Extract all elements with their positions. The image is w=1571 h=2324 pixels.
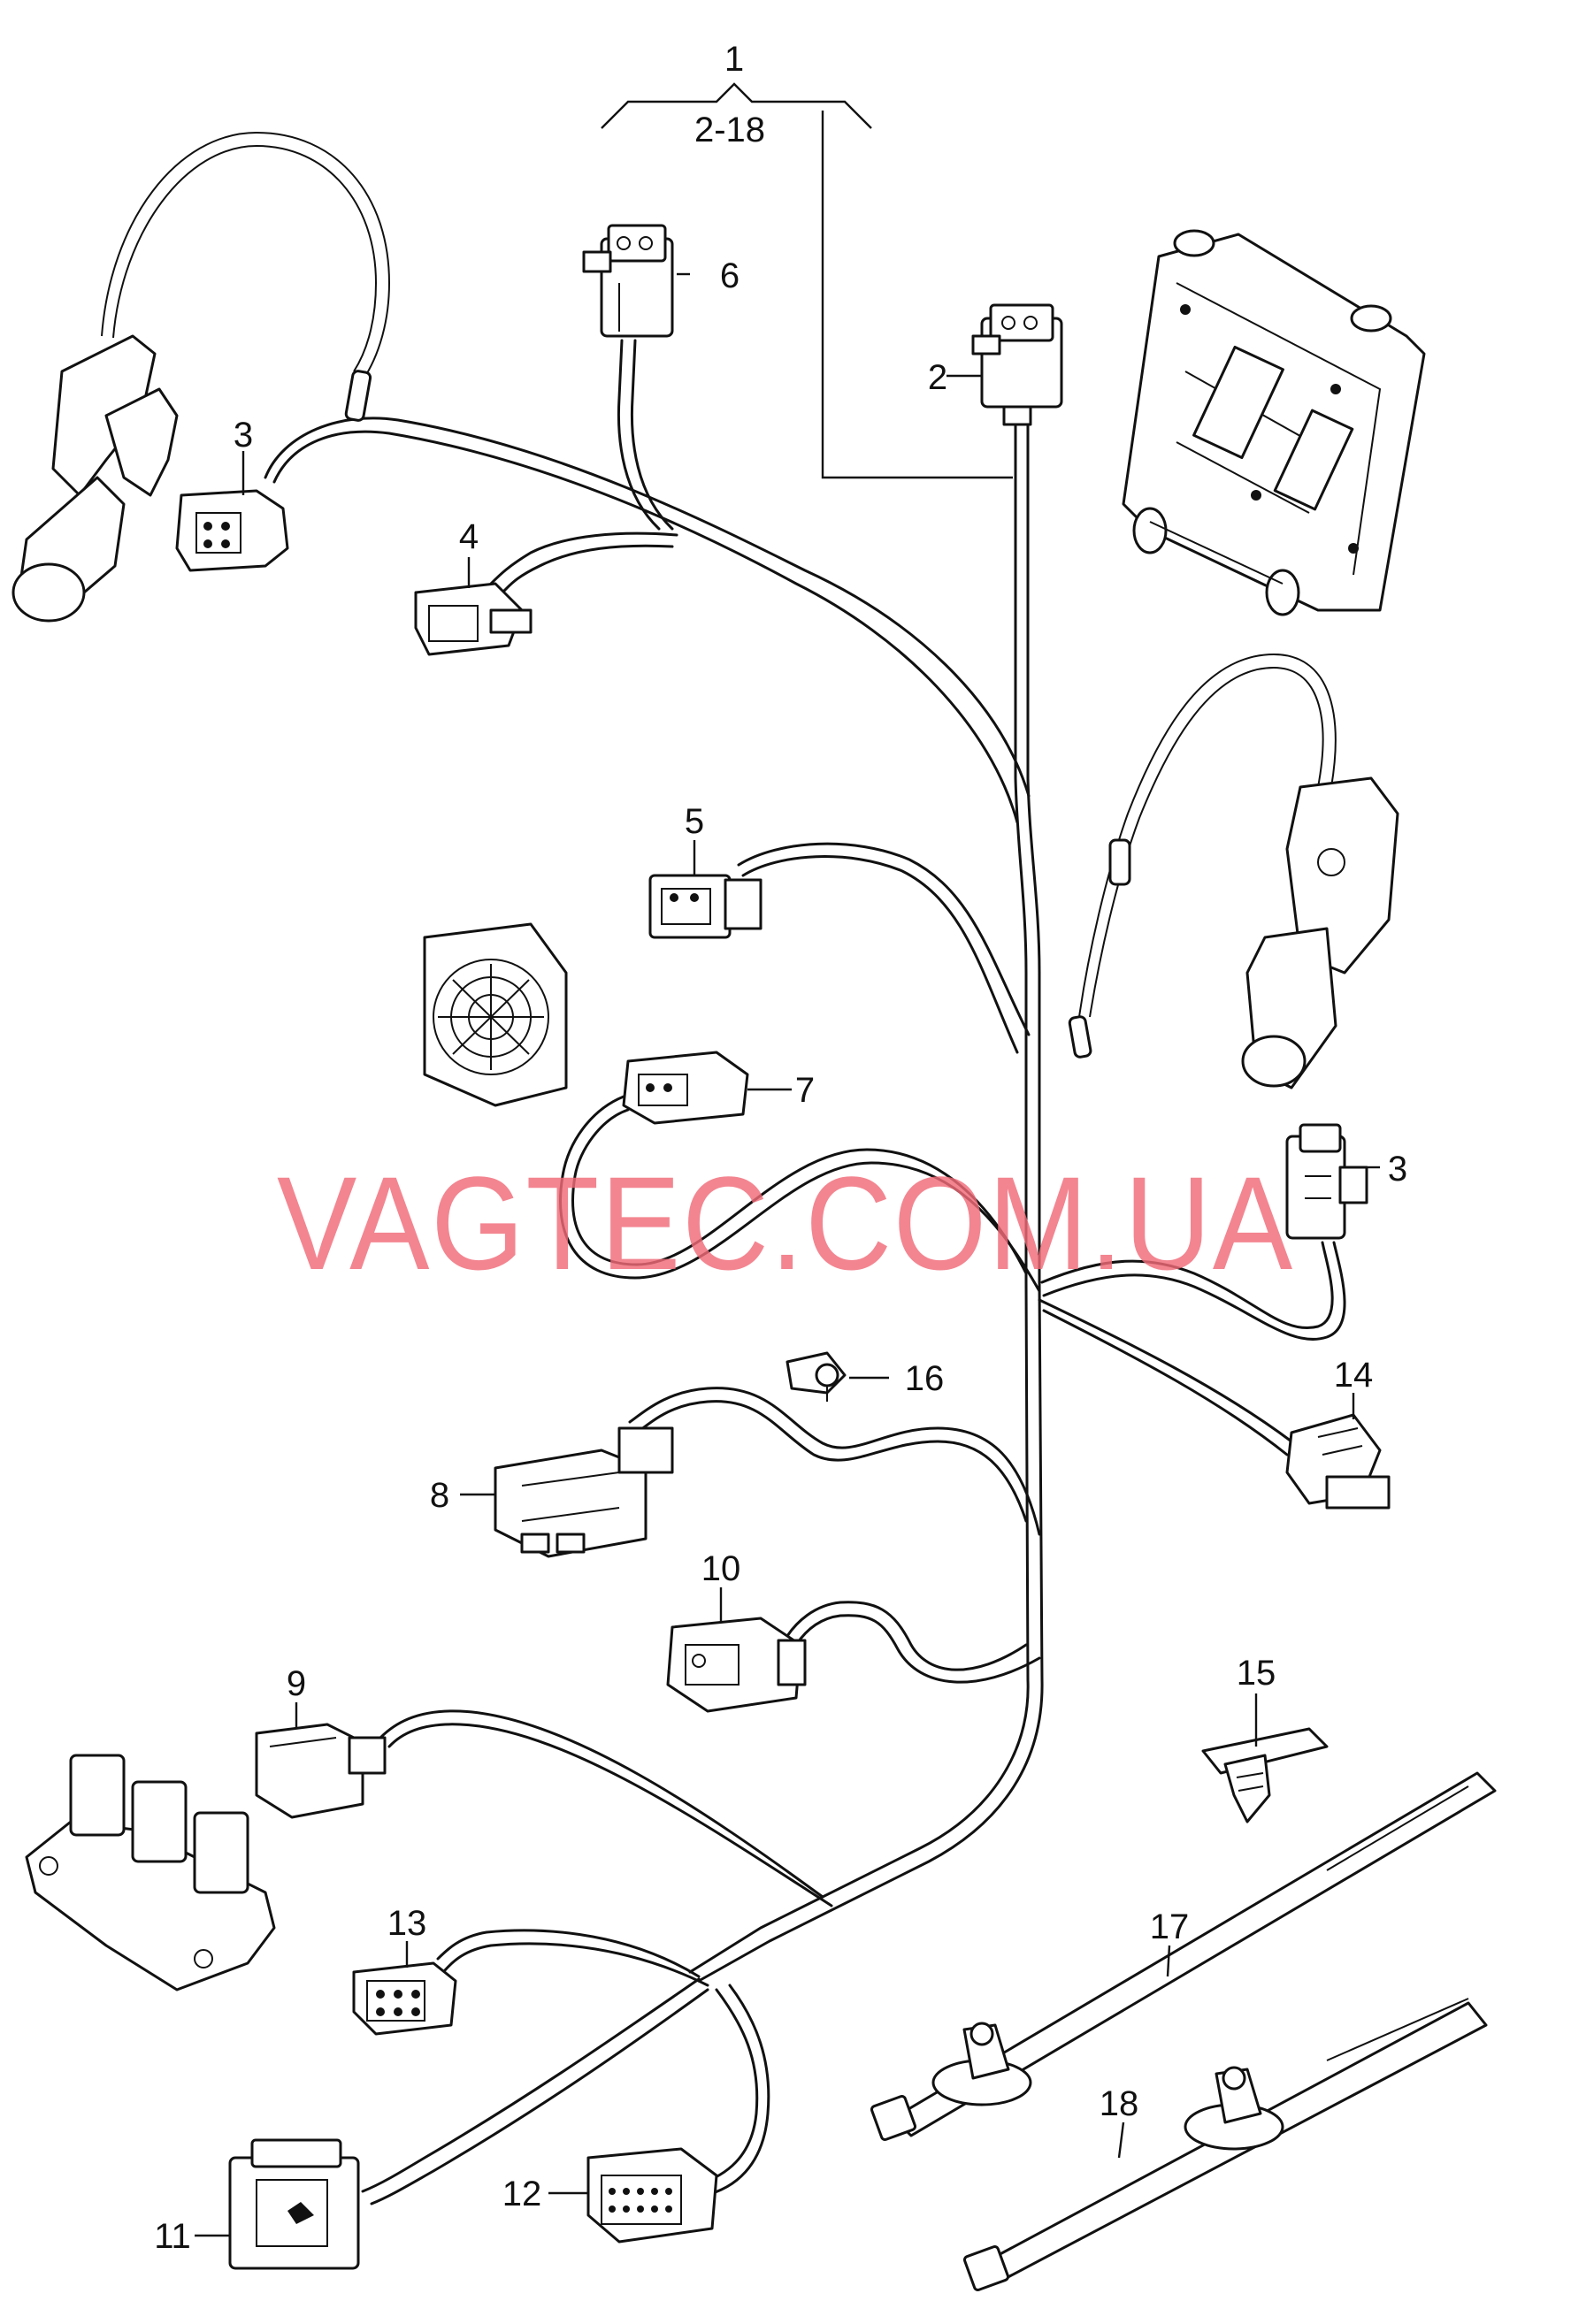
callout-5: 5 <box>685 802 704 841</box>
wiring-harness <box>264 339 1346 2206</box>
callout-14: 14 <box>1334 1356 1374 1395</box>
callout-13: 13 <box>387 1904 427 1943</box>
callout-15: 15 <box>1237 1654 1276 1693</box>
callout-2-18: 2-18 <box>694 111 765 149</box>
connector-12 <box>586 2147 718 2244</box>
connector-11 <box>228 2138 360 2270</box>
callout-4: 4 <box>459 517 479 556</box>
callouts: 1 2-18 2 6 3 4 5 7 3 16 14 8 10 9 15 13 … <box>154 40 1407 2256</box>
callout-6: 6 <box>720 256 740 295</box>
callout-3-lower: 3 <box>1388 1150 1407 1189</box>
connector-14 <box>1285 1413 1391 1510</box>
clip-15 <box>1201 1727 1329 1823</box>
connector-13 <box>352 1961 457 2036</box>
connector-3-upper <box>175 489 289 572</box>
callout-3-upper: 3 <box>234 416 253 455</box>
callout-17: 17 <box>1150 1907 1190 1946</box>
watermark: VAGTEC.COM.UA <box>277 1149 1294 1297</box>
cable-tie-17 <box>870 1771 1497 2142</box>
callout-7: 7 <box>795 1071 815 1110</box>
connector-7 <box>622 1051 749 1125</box>
connector-2 <box>971 303 1063 426</box>
callout-18: 18 <box>1100 2084 1139 2123</box>
leader-lines <box>195 82 1380 2237</box>
connector-9 <box>255 1723 387 1819</box>
callout-8: 8 <box>430 1476 449 1515</box>
fan-module <box>423 922 568 1107</box>
relay-carrier <box>25 1754 276 1991</box>
callout-12: 12 <box>502 2175 542 2213</box>
actuator-right <box>1068 653 1399 1089</box>
callout-2: 2 <box>928 358 947 397</box>
connector-6 <box>582 224 674 338</box>
actuator-left <box>11 131 391 623</box>
connector-3-lower <box>1285 1123 1368 1240</box>
connector-5 <box>648 874 763 939</box>
connector-4 <box>414 582 533 656</box>
callout-1: 1 <box>724 40 744 79</box>
callout-11: 11 <box>154 2217 191 2256</box>
callout-10: 10 <box>701 1549 741 1588</box>
connector-8 <box>494 1426 674 1558</box>
fastener-16 <box>786 1351 847 1402</box>
cable-tie-18 <box>962 1998 1488 2292</box>
connector-10 <box>666 1617 807 1713</box>
seat-frame <box>1122 229 1426 616</box>
callout-16: 16 <box>905 1359 945 1398</box>
callout-9: 9 <box>287 1664 306 1703</box>
